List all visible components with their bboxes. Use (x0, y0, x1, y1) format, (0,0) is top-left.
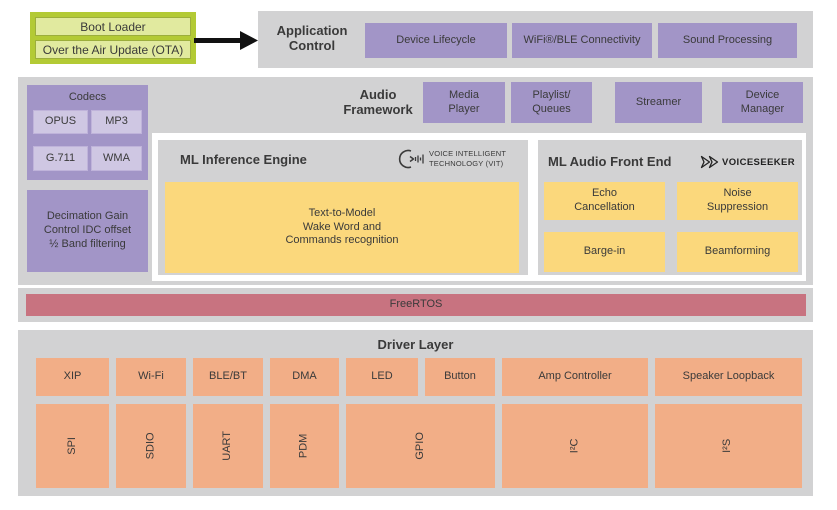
driver-dma-box: DMA (270, 358, 339, 396)
audio-framework-title: Audio Framework (343, 87, 413, 117)
driver-layer-title: Driver Layer (377, 336, 454, 352)
driver-spi-box: SPI (36, 404, 109, 488)
voiceseeker-logo-text: VOICESEEKER (722, 157, 796, 168)
driver-ble-bt-box: BLE/BT (193, 358, 263, 396)
driver-sdio-box: SDIO (116, 404, 186, 488)
pdm-label: PDM (297, 433, 310, 459)
driver-layer-panel: Driver Layer XIP Wi-Fi BLE/BT DMA LED Bu… (18, 330, 813, 496)
sdio-label: SDIO (144, 432, 157, 460)
noise-suppression-box: Noise Suppression (677, 182, 798, 220)
beamforming-box: Beamforming (677, 232, 798, 272)
ml-audio-front-end-title: ML Audio Front End (548, 154, 672, 169)
wifi-ble-connectivity-box: WiFi®/BLE Connectivity (512, 23, 652, 58)
i2c-label: I²C (568, 438, 581, 454)
driver-i2c-box: I²C (502, 404, 648, 488)
media-player-box: Media Player (423, 82, 505, 123)
codec-opus: OPUS (33, 110, 88, 134)
decimation-box: Decimation Gain Control IDC offset ½ Ban… (27, 190, 148, 272)
codecs-block: Codecs OPUS MP3 G.711 WMA (27, 85, 148, 180)
text-to-model-box: Text-to-Model Wake Word and Commands rec… (165, 182, 519, 273)
barge-in-box: Barge-in (544, 232, 665, 272)
device-manager-box: Device Manager (722, 82, 803, 123)
driver-button-box: Button (425, 358, 495, 396)
gpio-label: GPIO (413, 432, 426, 460)
codec-wma: WMA (91, 146, 142, 171)
voiceseeker-icon (700, 155, 719, 169)
device-lifecycle-box: Device Lifecycle (365, 23, 507, 58)
i2s-label: I²S (721, 438, 734, 454)
ml-inference-engine-title: ML Inference Engine (180, 152, 307, 167)
driver-speaker-loopback-box: Speaker Loopback (655, 358, 802, 396)
driver-amp-controller-box: Amp Controller (502, 358, 648, 396)
vit-icon (398, 149, 424, 169)
middleware-panel: Codecs OPUS MP3 G.711 WMA Decimation Gai… (18, 77, 813, 285)
driver-wifi-box: Wi-Fi (116, 358, 186, 396)
boot-loader-box: Boot Loader (35, 17, 191, 36)
ml-inset: ML Inference Engine VOICE INTELLIGENT TE… (152, 133, 806, 281)
driver-xip-box: XIP (36, 358, 109, 396)
rtos-panel: FreeRTOS (18, 288, 813, 322)
vit-logo-text: VOICE INTELLIGENT TECHNOLOGY (VIT) (429, 149, 507, 168)
application-control-panel: Application Control Device Lifecycle WiF… (258, 11, 813, 68)
boot-loader-block: Boot Loader Over the Air Update (OTA) (30, 12, 196, 64)
spi-label: SPI (65, 437, 78, 455)
streamer-box: Streamer (615, 82, 702, 123)
codecs-title: Codecs (68, 91, 107, 104)
uart-label: UART (221, 431, 234, 461)
codec-mp3: MP3 (91, 110, 142, 134)
driver-i2s-box: I²S (655, 404, 802, 488)
playlist-queues-box: Playlist/ Queues (511, 82, 592, 123)
ml-inference-engine-block: ML Inference Engine VOICE INTELLIGENT TE… (158, 140, 528, 275)
arrow-icon (194, 31, 258, 50)
driver-uart-box: UART (193, 404, 263, 488)
echo-cancellation-box: Echo Cancellation (544, 182, 665, 220)
sound-processing-box: Sound Processing (658, 23, 797, 58)
driver-gpio-box: GPIO (346, 404, 495, 488)
application-control-title: Application Control (276, 23, 348, 53)
ml-audio-front-end-block: ML Audio Front End VOICESEEKER Echo Canc… (538, 140, 802, 275)
driver-led-box: LED (346, 358, 418, 396)
codec-g711: G.711 (33, 146, 88, 171)
driver-pdm-box: PDM (270, 404, 339, 488)
freertos-bar: FreeRTOS (26, 294, 806, 316)
ota-box: Over the Air Update (OTA) (35, 40, 191, 59)
